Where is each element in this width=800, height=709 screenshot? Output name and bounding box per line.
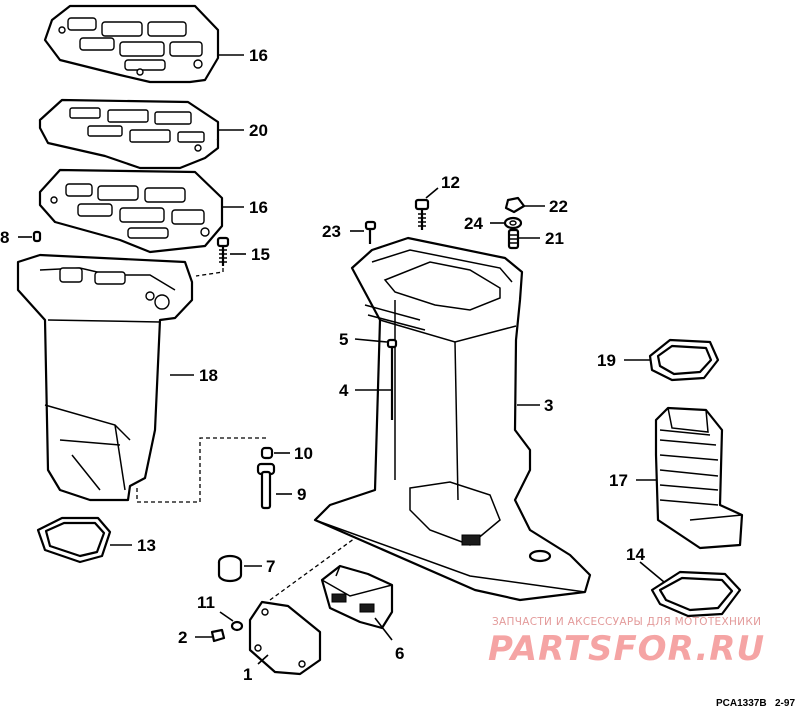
screw-2 bbox=[210, 628, 226, 643]
drawing-code: PCA1337B bbox=[716, 698, 767, 709]
seal-13 bbox=[36, 516, 112, 564]
callout-17: 17 bbox=[609, 471, 628, 490]
seal-19 bbox=[648, 338, 720, 382]
driveshaft-housing bbox=[313, 236, 592, 602]
bolt-15 bbox=[216, 236, 230, 266]
screw-23 bbox=[364, 220, 377, 244]
callout-5: 5 bbox=[339, 330, 348, 349]
callout-6: 6 bbox=[395, 644, 404, 663]
callout-19: 19 bbox=[597, 351, 616, 370]
dowel-pin bbox=[32, 230, 42, 243]
watermark-tagline: ЗАПЧАСТИ И АКСЕССУАРЫ ДЛЯ МОТОТЕХНИКИ bbox=[492, 616, 761, 628]
washer-24 bbox=[503, 216, 523, 230]
nut bbox=[504, 196, 526, 214]
callout-8: 8 bbox=[0, 228, 9, 247]
callout-3: 3 bbox=[544, 396, 553, 415]
callout-16-top: 16 bbox=[249, 46, 268, 65]
callout-23: 23 bbox=[322, 222, 341, 241]
gasket-lower bbox=[38, 168, 224, 254]
cover-plate bbox=[248, 600, 322, 676]
gasket-top bbox=[43, 4, 220, 84]
bolt-12 bbox=[414, 198, 430, 230]
callout-15: 15 bbox=[251, 245, 270, 264]
callout-20: 20 bbox=[249, 121, 268, 140]
washer bbox=[230, 620, 244, 632]
adapter-plate bbox=[38, 98, 220, 170]
callout-18: 18 bbox=[199, 366, 218, 385]
callout-14: 14 bbox=[626, 545, 645, 564]
water-tube bbox=[256, 462, 276, 510]
watermark: ЗАПЧАСТИ И АКСЕССУАРЫ ДЛЯ МОТОТЕХНИКИ PA… bbox=[488, 616, 765, 669]
exhaust-tube bbox=[654, 406, 744, 550]
callout-9: 9 bbox=[297, 485, 306, 504]
callout-24: 24 bbox=[464, 214, 483, 233]
page-number: 2-97 bbox=[775, 698, 795, 709]
watermark-brand: PARTSFOR.RU bbox=[488, 629, 765, 669]
callout-10: 10 bbox=[294, 444, 313, 463]
callout-12: 12 bbox=[441, 173, 460, 192]
leader-lines bbox=[18, 54, 665, 665]
callout-21: 21 bbox=[545, 229, 564, 248]
callout-16-lower: 16 bbox=[249, 198, 268, 217]
callout-13: 13 bbox=[137, 536, 156, 555]
callout-22: 22 bbox=[549, 197, 568, 216]
callout-labels: 16 20 16 8 15 18 10 9 13 7 11 2 1 6 12 2… bbox=[0, 46, 645, 684]
mount bbox=[320, 564, 394, 630]
stud-21 bbox=[507, 228, 520, 250]
callout-1: 1 bbox=[243, 665, 252, 684]
plug bbox=[217, 554, 243, 583]
exhaust-housing bbox=[16, 253, 194, 502]
grommet bbox=[260, 446, 274, 460]
stud bbox=[386, 338, 398, 420]
callout-7: 7 bbox=[266, 557, 275, 576]
callout-2: 2 bbox=[178, 628, 187, 647]
seal-14 bbox=[650, 570, 742, 618]
callout-11: 11 bbox=[197, 593, 215, 612]
callout-4: 4 bbox=[339, 381, 349, 400]
